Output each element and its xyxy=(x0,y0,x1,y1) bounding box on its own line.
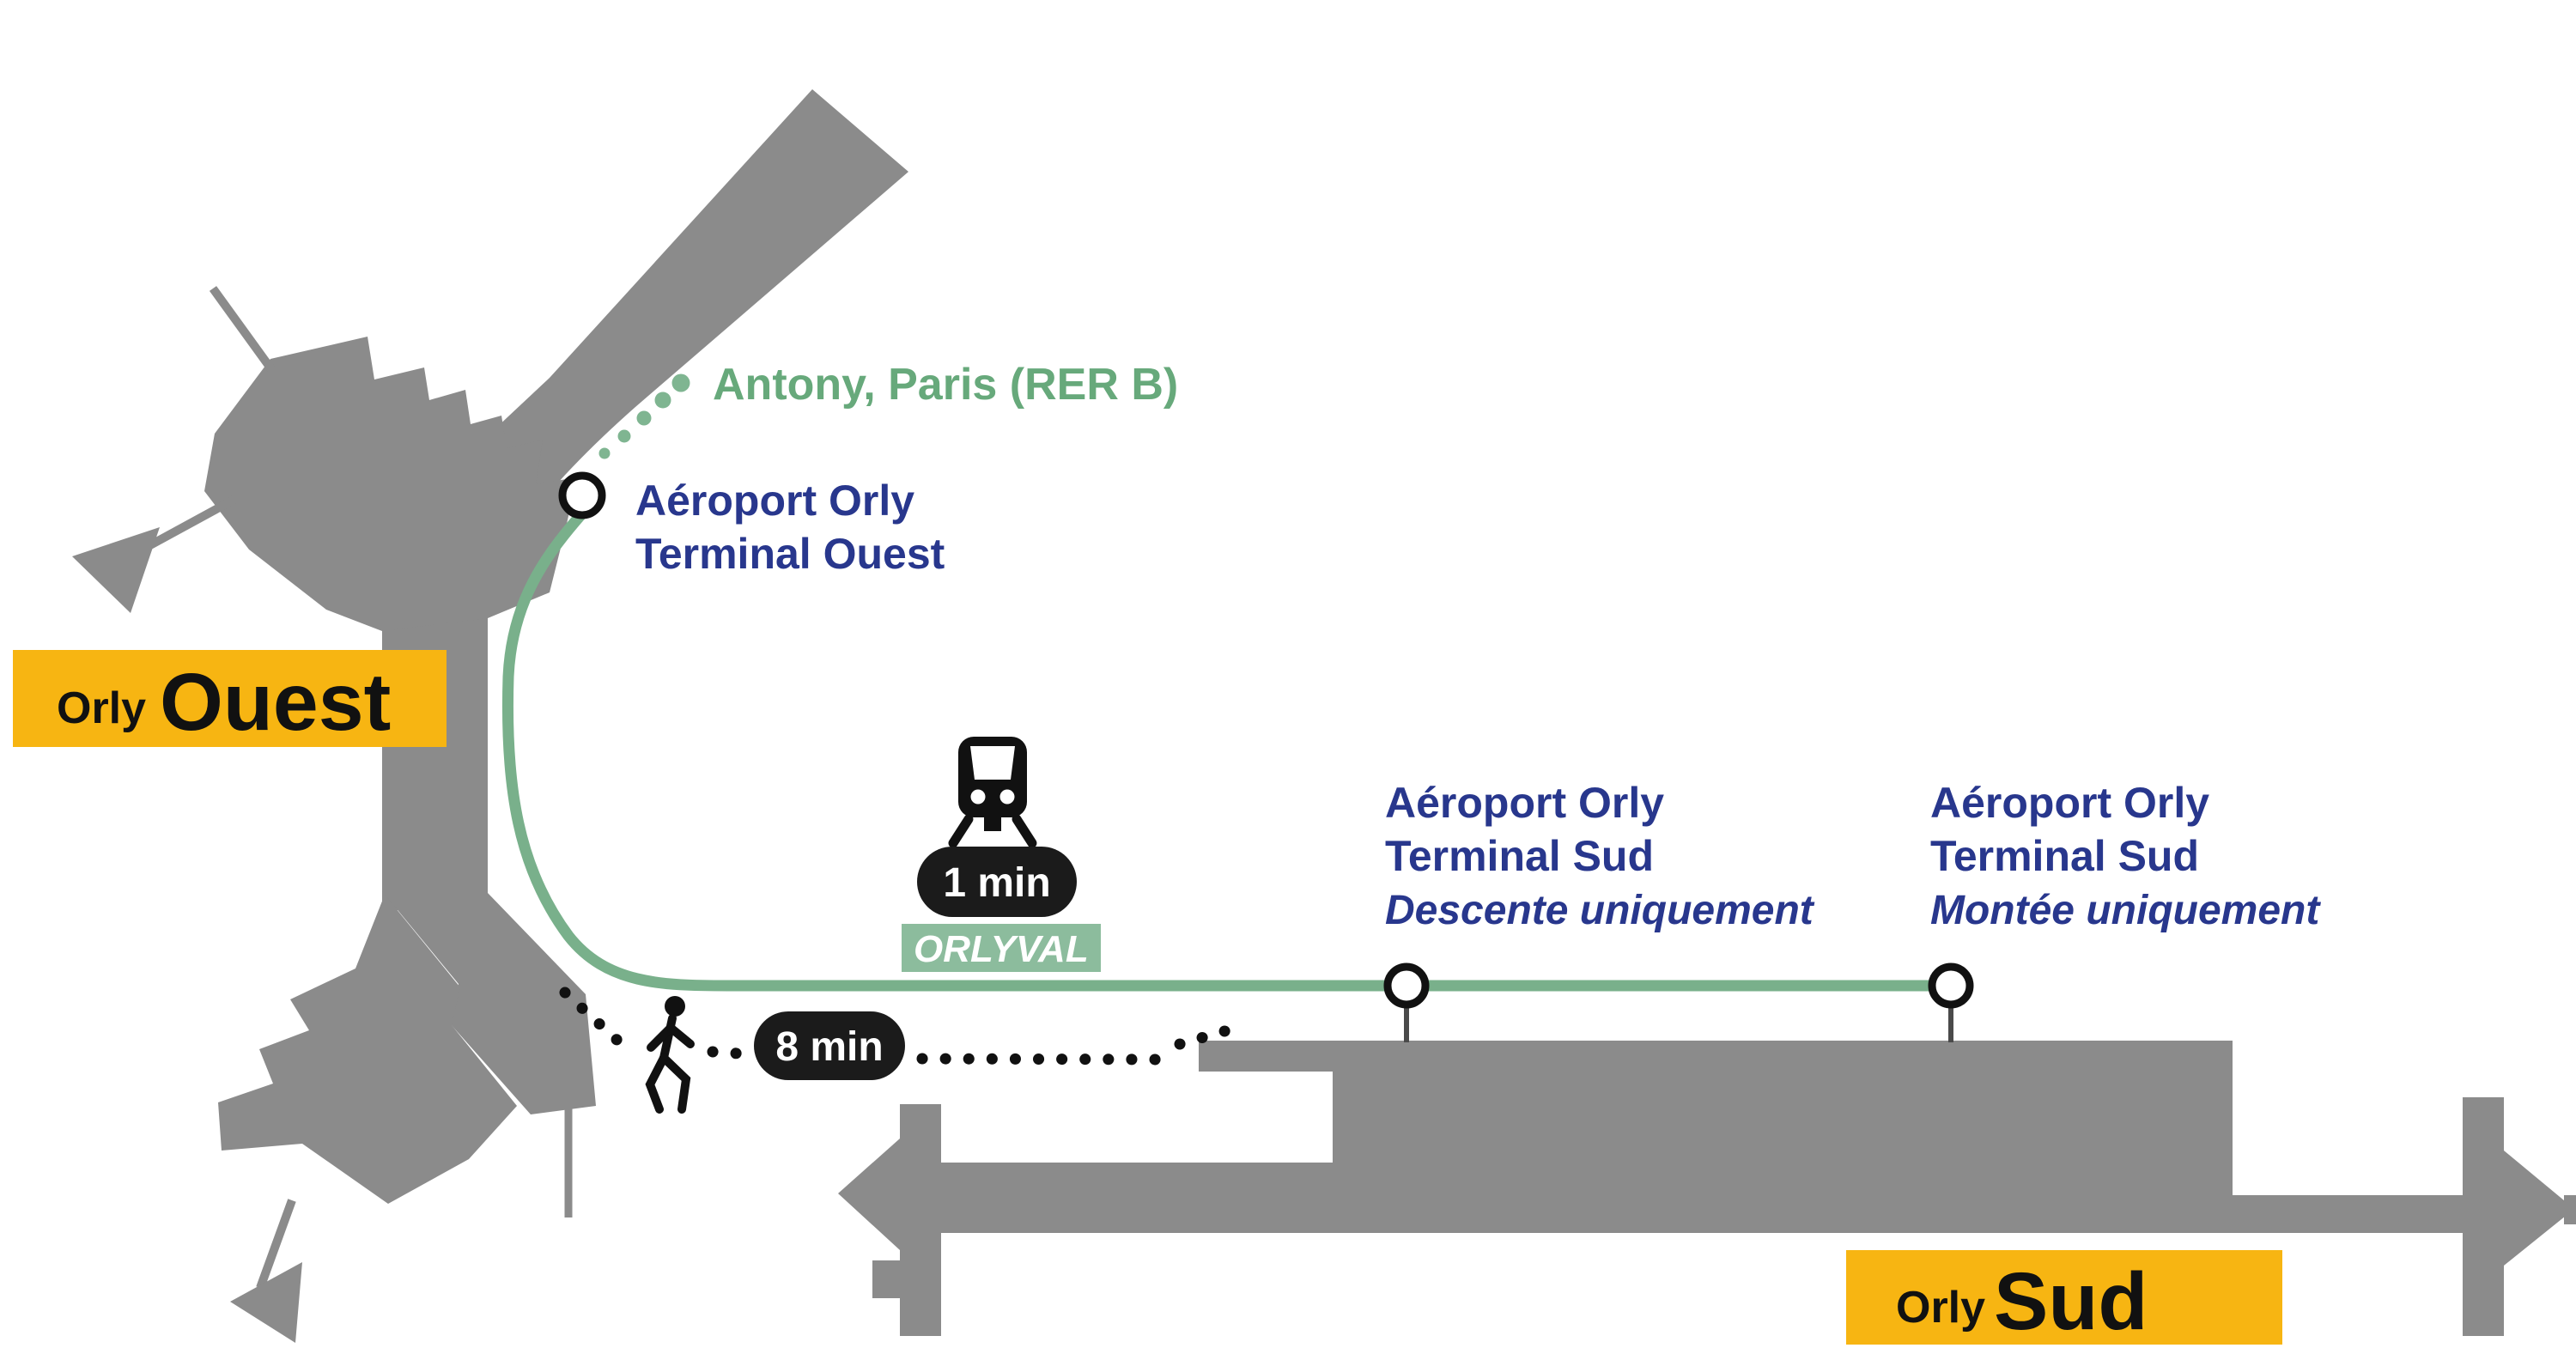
svg-text:Montée uniquement: Montée uniquement xyxy=(1930,888,2321,933)
badge-orly-sud: Orly Sud xyxy=(1846,1250,2282,1347)
terminal-ouest-lower-gate-triangle xyxy=(230,1262,302,1343)
walker-icon xyxy=(645,996,695,1114)
badge-orly-sud-small: Orly xyxy=(1896,1283,1985,1333)
train-duration-pill xyxy=(917,847,1077,917)
terminal-sud-left-pier-bump xyxy=(872,1260,900,1298)
svg-text:Aéroport Orly: Aéroport Orly xyxy=(1930,779,2209,827)
station-label-sud-descente: Aéroport Orly Terminal Sud Descente uniq… xyxy=(1385,779,1815,933)
badge-orly-ouest-large: Ouest xyxy=(160,657,391,748)
train-duration-label: 1 min xyxy=(943,860,1050,906)
svg-text:Terminal Sud: Terminal Sud xyxy=(1930,832,2199,880)
rer-b-destination-label: Antony, Paris (RER B) xyxy=(713,360,1178,410)
walk-duration-label: 8 min xyxy=(775,1024,883,1070)
svg-text:Aéroport Orly: Aéroport Orly xyxy=(1385,779,1664,827)
terminal-ouest-upper-pier-shape xyxy=(204,337,577,631)
rer-dot xyxy=(636,410,652,426)
terminal-ouest-upper-gate-triangle xyxy=(72,527,160,613)
terminal-sud-main-shape xyxy=(940,1041,2466,1233)
station-label-sud-montee: Aéroport Orly Terminal Sud Montée unique… xyxy=(1930,779,2321,933)
badge-orly-ouest-small: Orly xyxy=(57,683,146,733)
terminal-sud-left-pier-bar xyxy=(900,1104,941,1336)
badge-orly-sud-bg xyxy=(1846,1250,2282,1345)
orlyval-line-label: ORLYVAL xyxy=(914,928,1089,970)
terminal-sud-right-pier-bump xyxy=(2564,1195,2576,1224)
terminal-ouest-upper-stick xyxy=(209,286,276,372)
terminal-sud-left-pier-tip xyxy=(838,1139,900,1250)
badge-orly-ouest: Orly Ouest xyxy=(13,650,447,748)
svg-text:Terminal Ouest: Terminal Ouest xyxy=(635,530,945,578)
rer-dot xyxy=(654,392,671,409)
terminal-ouest-lower-gate-stick xyxy=(256,1199,296,1290)
svg-text:Descente uniquement: Descente uniquement xyxy=(1385,888,1815,933)
station-circle-sud-descente xyxy=(1383,962,1430,1009)
rer-b-dotted-link xyxy=(598,373,690,459)
terminal-ouest-wedge-shape xyxy=(382,859,596,1114)
terminal-sud-building xyxy=(838,1041,2576,1336)
badge-orly-sud-large: Sud xyxy=(1994,1256,2148,1347)
badge-orly-ouest-bg xyxy=(13,650,447,747)
station-circle-ouest xyxy=(558,471,606,519)
svg-text:Terminal Sud: Terminal Sud xyxy=(1385,832,1654,880)
rer-dot xyxy=(598,447,611,459)
rer-dot xyxy=(617,429,631,443)
orlyval-line xyxy=(501,509,1951,992)
station-label-ouest: Aéroport Orly Terminal Ouest xyxy=(635,477,945,578)
walk-duration-pill xyxy=(754,1011,905,1080)
terminal-sud-right-pier-tip xyxy=(2504,1151,2574,1266)
rer-dot xyxy=(671,373,690,392)
train-icon xyxy=(948,737,1037,848)
station-circle-sud-montee xyxy=(1928,962,1974,1009)
orlyval-line-box xyxy=(902,924,1101,972)
terminal-ouest-building xyxy=(72,89,908,1343)
svg-text:Aéroport Orly: Aéroport Orly xyxy=(635,477,914,525)
terminal-sud-right-pier-bar xyxy=(2463,1097,2504,1336)
terminal-ouest-lower-pier-shape xyxy=(218,895,517,1204)
terminal-ouest-upper-gate-stick xyxy=(137,495,236,556)
